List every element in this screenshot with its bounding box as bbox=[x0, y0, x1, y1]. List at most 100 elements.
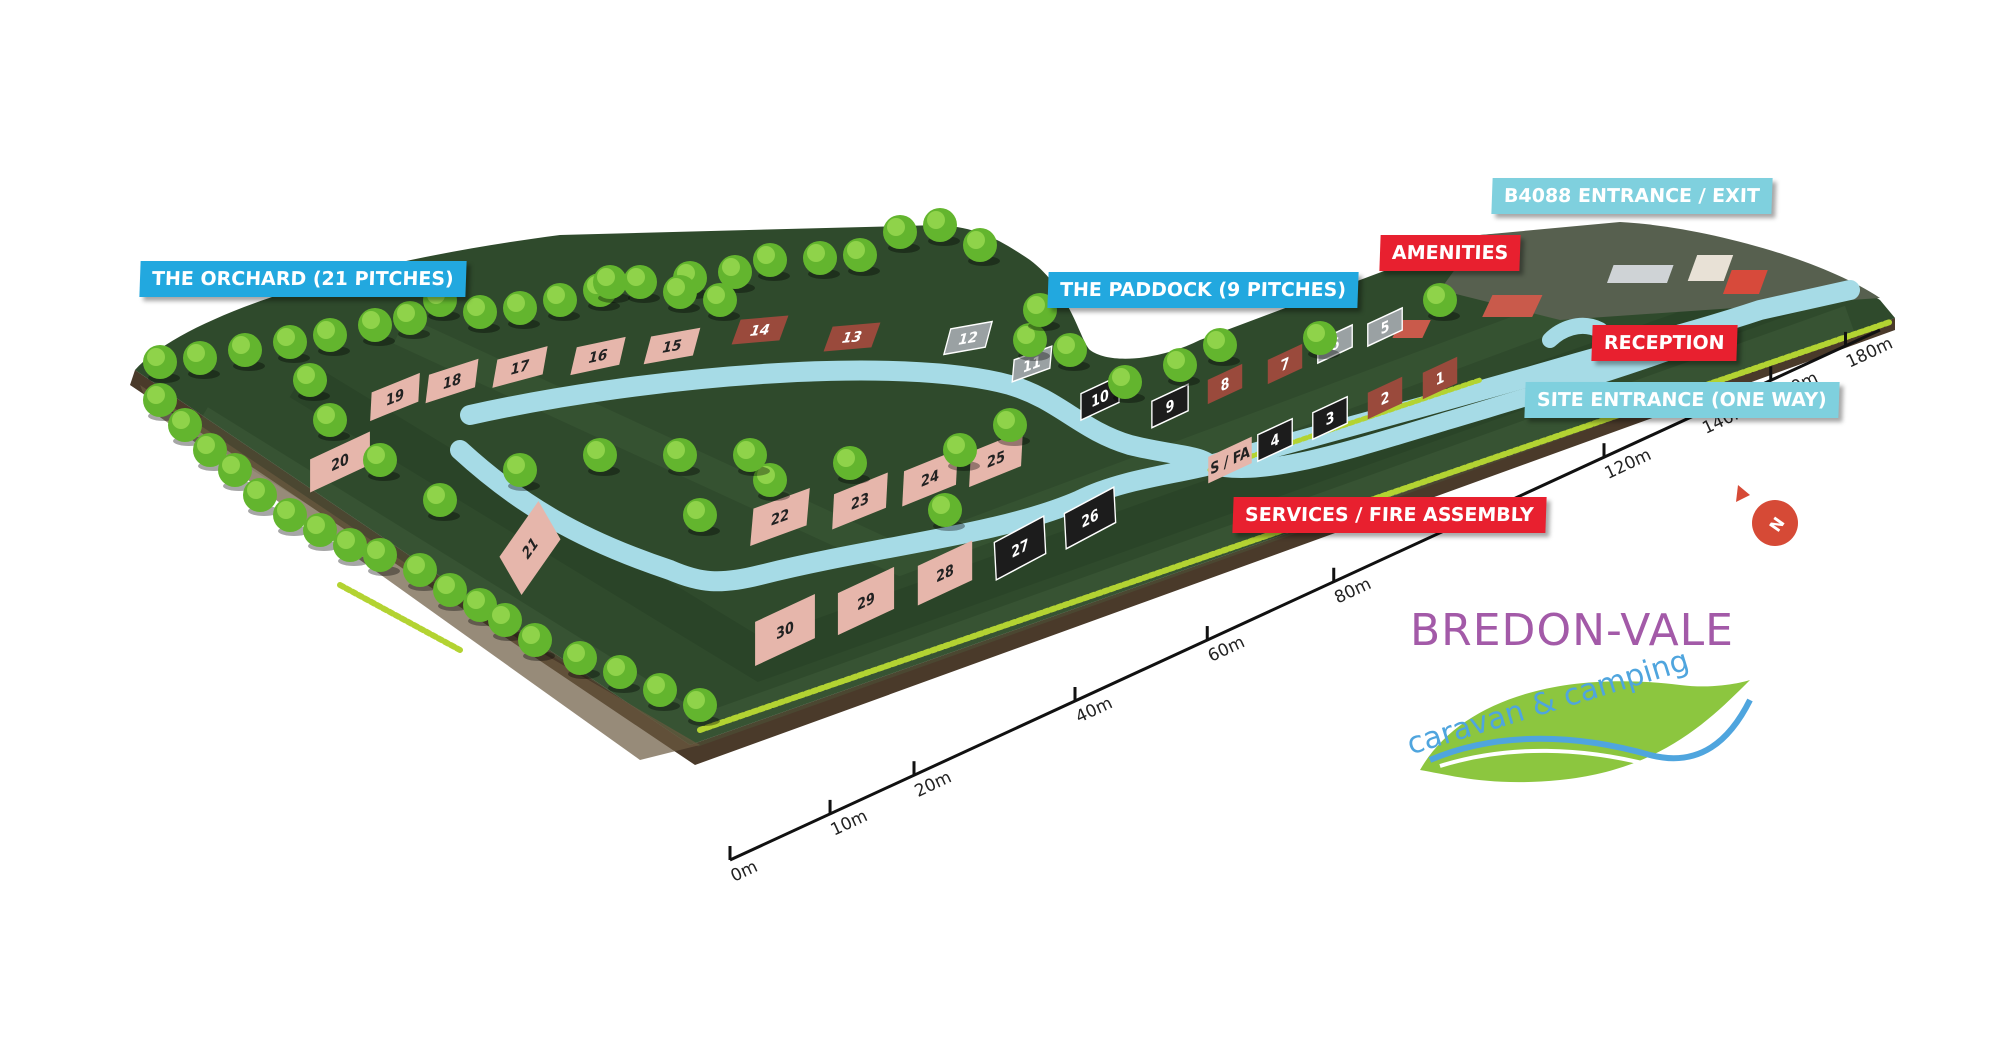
pitch-17[interactable]: 17 bbox=[492, 346, 548, 388]
pitch-group: 1234567891011121314151617181920212223242… bbox=[310, 306, 1458, 667]
tree-icon bbox=[433, 573, 470, 611]
pitch-number: 15 bbox=[660, 336, 684, 357]
label-site-entrance: SITE ENTRANCE (ONE WAY) bbox=[1524, 382, 1840, 418]
pitch-19[interactable]: 19 bbox=[370, 372, 420, 422]
pitch-5[interactable]: 5 bbox=[1367, 306, 1403, 348]
building-house-2 bbox=[1722, 270, 1768, 294]
pitch-number: 30 bbox=[776, 618, 794, 644]
pitch-18[interactable]: 18 bbox=[425, 358, 479, 404]
pitch-shape bbox=[917, 540, 973, 606]
pitch-shape bbox=[1207, 363, 1243, 405]
pitch-14[interactable]: 14 bbox=[731, 315, 789, 345]
pitch-shape bbox=[492, 346, 548, 388]
tree-icon bbox=[963, 228, 1000, 266]
pitch-16[interactable]: 16 bbox=[570, 336, 626, 376]
tree-icon bbox=[663, 275, 700, 313]
tree-icon bbox=[928, 493, 965, 531]
pitch-4[interactable]: 4 bbox=[1257, 417, 1293, 463]
pitch-shape bbox=[969, 430, 1023, 488]
pitch-number: 12 bbox=[956, 328, 980, 349]
pitch-number: 4 bbox=[1271, 430, 1280, 452]
pitch-30[interactable]: 30 bbox=[755, 593, 815, 667]
pitch-25[interactable]: 25 bbox=[969, 430, 1023, 488]
tree-icon bbox=[333, 528, 370, 566]
pitch-15[interactable]: 15 bbox=[643, 327, 701, 365]
pitch-7[interactable]: 7 bbox=[1267, 343, 1303, 385]
ploughed-strip bbox=[140, 385, 700, 760]
pitch-shape bbox=[1367, 306, 1403, 348]
tree-icon bbox=[623, 265, 660, 303]
pitch-24[interactable]: 24 bbox=[902, 449, 958, 507]
pitch-9[interactable]: 9 bbox=[1151, 383, 1189, 429]
pitch-number: 14 bbox=[747, 322, 773, 340]
tree-icon bbox=[143, 383, 180, 421]
pitch-11[interactable]: 11 bbox=[1011, 345, 1053, 383]
pitch-shape bbox=[1367, 376, 1403, 420]
label-orchard: THE ORCHARD (21 PITCHES) bbox=[139, 261, 467, 297]
pitch-number: 22 bbox=[770, 506, 790, 530]
pitch-shape bbox=[993, 514, 1047, 582]
pitch-22[interactable]: 22 bbox=[750, 488, 810, 546]
tree-icon bbox=[273, 498, 310, 536]
tree-icon bbox=[593, 265, 630, 303]
pitch-shape bbox=[570, 336, 626, 376]
pitch-number: 5 bbox=[1381, 317, 1390, 339]
building-house-3 bbox=[1606, 265, 1674, 283]
tree-icon bbox=[313, 403, 350, 441]
pitch-13[interactable]: 13 bbox=[823, 322, 881, 352]
tree-icon bbox=[243, 478, 280, 516]
pitch-number: 7 bbox=[1281, 354, 1290, 376]
tree-icon bbox=[543, 283, 580, 321]
pitch-number: 3 bbox=[1326, 408, 1335, 430]
tree-icon bbox=[1053, 333, 1090, 371]
tree-icon bbox=[363, 443, 400, 481]
north-marker[interactable]: N bbox=[1736, 485, 1798, 546]
pitch-shape bbox=[750, 488, 810, 546]
pitch-shape bbox=[1208, 436, 1252, 484]
pitch-number: 1 bbox=[1436, 368, 1445, 390]
tree-icon bbox=[313, 318, 350, 356]
scale-label-0m: 0m bbox=[728, 857, 761, 887]
pitch-26[interactable]: 26 bbox=[1063, 486, 1117, 550]
pitch-shape bbox=[731, 315, 789, 345]
pitch-21[interactable]: 21 bbox=[499, 501, 561, 595]
label-reception: RECEPTION bbox=[1591, 325, 1738, 361]
exit-road bbox=[1693, 285, 1837, 335]
pitch-shape bbox=[942, 320, 994, 356]
pitch-number: 26 bbox=[1081, 505, 1099, 532]
tree-icon bbox=[833, 446, 870, 484]
pitch-shape bbox=[837, 566, 895, 636]
tree-icon bbox=[883, 215, 920, 253]
pitch-27[interactable]: 27 bbox=[993, 514, 1047, 582]
pitch-28[interactable]: 28 bbox=[917, 540, 973, 606]
tree-icon bbox=[753, 243, 790, 281]
tree-icon bbox=[733, 438, 770, 476]
pitch-shape bbox=[1063, 486, 1117, 550]
pitch-shape bbox=[1422, 356, 1458, 400]
orchard-road-loop bbox=[450, 360, 1220, 592]
pitch-number: 10 bbox=[1091, 386, 1109, 412]
tree-icon bbox=[603, 655, 640, 693]
pitch-8[interactable]: 8 bbox=[1207, 363, 1243, 405]
hedge-west bbox=[337, 582, 463, 653]
pitch-1[interactable]: 1 bbox=[1422, 356, 1458, 400]
logo-leaf-icon bbox=[1420, 680, 1754, 783]
pitch-shape bbox=[1312, 395, 1348, 441]
label-paddock: THE PADDOCK (9 PITCHES) bbox=[1047, 272, 1359, 308]
tree-icon bbox=[358, 308, 395, 346]
pitch-shape bbox=[643, 327, 701, 365]
pitch-shape bbox=[370, 372, 420, 422]
tree-icon bbox=[218, 453, 255, 491]
pitch-12[interactable]: 12 bbox=[942, 320, 994, 356]
tree-icon bbox=[943, 433, 980, 471]
pitch-number: 2 bbox=[1381, 388, 1390, 410]
pitch-2[interactable]: 2 bbox=[1367, 376, 1403, 420]
pitch-29[interactable]: 29 bbox=[837, 566, 895, 636]
tree-icon bbox=[463, 295, 500, 333]
pitch-number: 27 bbox=[1011, 535, 1029, 562]
label-services: SERVICES / FIRE ASSEMBLY bbox=[1232, 497, 1547, 533]
pitch-23[interactable]: 23 bbox=[832, 472, 888, 530]
pitch-20[interactable]: 20 bbox=[310, 431, 370, 493]
north-circle-icon bbox=[1752, 500, 1798, 546]
pitch-3[interactable]: 3 bbox=[1312, 395, 1348, 441]
